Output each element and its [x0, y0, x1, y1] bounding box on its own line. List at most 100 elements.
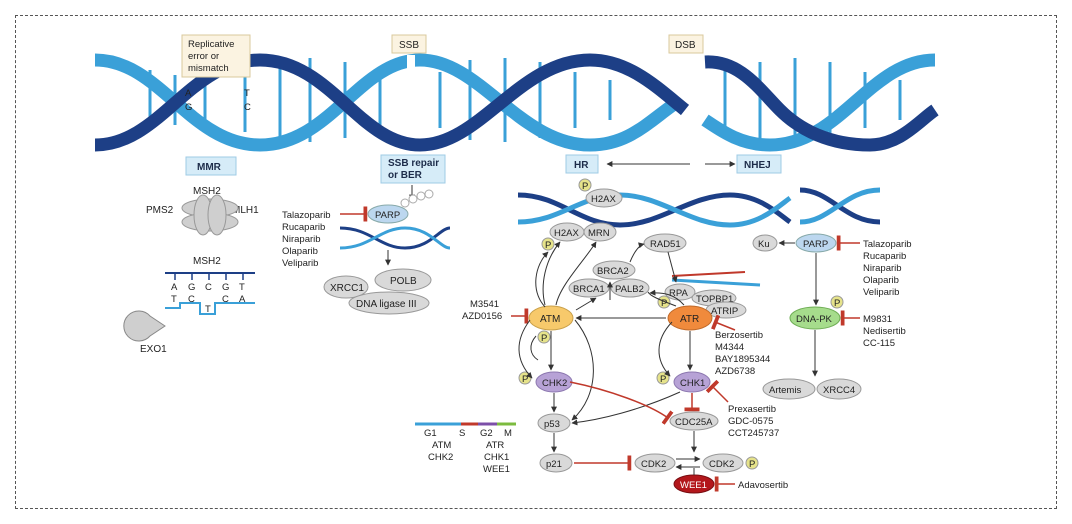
svg-text:PALB2: PALB2: [615, 284, 644, 295]
svg-text:BRCA2: BRCA2: [597, 266, 629, 277]
svg-text:A: A: [171, 282, 178, 293]
svg-text:ATR: ATR: [486, 440, 504, 451]
svg-text:CHK1: CHK1: [484, 452, 509, 463]
svg-text:C: C: [222, 294, 229, 305]
svg-text:M: M: [504, 428, 512, 439]
svg-text:Ku: Ku: [758, 239, 770, 250]
exo1-shape: [123, 310, 166, 342]
svg-text:ATM: ATM: [432, 440, 451, 451]
svg-text:Replicative: Replicative: [188, 39, 234, 50]
svg-text:CHK2: CHK2: [428, 452, 453, 463]
base-a: A: [185, 88, 192, 99]
svg-text:ATM: ATM: [540, 314, 560, 325]
svg-text:MMR: MMR: [197, 162, 222, 173]
svg-text:BAY1895344: BAY1895344: [715, 354, 770, 365]
svg-text:PMS2: PMS2: [146, 205, 174, 216]
svg-text:MSH2: MSH2: [193, 256, 221, 267]
svg-text:WEE1: WEE1: [680, 480, 707, 491]
svg-text:Olaparib: Olaparib: [863, 275, 899, 286]
svg-text:CHK1: CHK1: [680, 378, 705, 389]
svg-text:M4344: M4344: [715, 342, 744, 353]
svg-text:p21: p21: [546, 459, 562, 470]
svg-text:P: P: [541, 333, 547, 344]
svg-text:Artemis: Artemis: [769, 385, 801, 396]
svg-text:Rucaparib: Rucaparib: [282, 222, 325, 233]
svg-text:MLH1: MLH1: [232, 205, 259, 216]
svg-text:DSB: DSB: [675, 40, 696, 51]
svg-text:CC-115: CC-115: [863, 338, 895, 349]
svg-text:DNA ligase III: DNA ligase III: [356, 299, 417, 310]
svg-text:Niraparib: Niraparib: [863, 263, 902, 274]
ssb-repair-section: SSB repair or BER PARP Talazoparib Rucap…: [282, 154, 451, 315]
svg-text:P: P: [661, 298, 667, 309]
svg-text:Rucaparib: Rucaparib: [863, 251, 906, 262]
svg-text:Talazoparib: Talazoparib: [863, 239, 912, 250]
svg-text:POLB: POLB: [390, 276, 417, 287]
svg-text:PARP: PARP: [803, 239, 828, 250]
svg-text:EXO1: EXO1: [140, 344, 167, 355]
svg-text:WEE1: WEE1: [483, 464, 510, 475]
ssb-label: SSB: [391, 34, 427, 54]
svg-text:Nedisertib: Nedisertib: [863, 326, 906, 337]
base-c: C: [244, 102, 251, 113]
svg-text:H2AX: H2AX: [554, 228, 579, 239]
svg-text:P: P: [749, 459, 755, 470]
svg-text:MSH2: MSH2: [193, 186, 221, 197]
svg-text:or BER: or BER: [388, 170, 423, 181]
svg-text:CDK2: CDK2: [641, 459, 666, 470]
svg-text:Veliparib: Veliparib: [863, 287, 899, 298]
svg-text:S: S: [459, 428, 465, 439]
hr-helix: [517, 187, 881, 228]
svg-text:HR: HR: [574, 160, 589, 171]
main-dna-helix: A G T C: [94, 53, 939, 152]
svg-text:G2: G2: [480, 428, 493, 439]
svg-text:P: P: [582, 181, 588, 192]
svg-text:CDK2: CDK2: [709, 459, 734, 470]
svg-text:G: G: [222, 282, 229, 293]
mmr-section: MMR MSH2 PMS2 MLH1 MSH2 A G C G T T C T …: [123, 156, 259, 355]
cell-cycle-bar: G1 S G2 M ATM CHK2 ATR CHK1 WEE1: [415, 422, 516, 475]
svg-text:M9831: M9831: [863, 314, 892, 325]
svg-text:AZD0156: AZD0156: [462, 311, 502, 322]
svg-text:C: C: [205, 282, 212, 293]
svg-text:T: T: [239, 282, 245, 293]
svg-text:BRCA1: BRCA1: [573, 284, 605, 295]
figure-frame: [15, 15, 1057, 509]
nhej-section: Ku PARP Talazoparib Rucaparib Niraparib …: [752, 233, 912, 400]
svg-text:Talazoparib: Talazoparib: [282, 210, 331, 221]
svg-text:T: T: [171, 294, 177, 305]
svg-text:XRCC1: XRCC1: [330, 283, 364, 294]
svg-text:TOPBP1: TOPBP1: [696, 294, 733, 305]
svg-text:Veliparib: Veliparib: [282, 258, 318, 269]
svg-text:T: T: [205, 304, 211, 315]
svg-text:RPA: RPA: [669, 288, 688, 299]
svg-text:G: G: [188, 282, 195, 293]
svg-text:PARP: PARP: [375, 210, 400, 221]
svg-text:Berzosertib: Berzosertib: [715, 330, 763, 341]
hr-header: HR: [565, 154, 599, 174]
hr-cascade: P H2AX H2AX MRN P RAD51 BRCA2 BRCA1 PALB…: [462, 178, 788, 494]
svg-text:P: P: [660, 374, 666, 385]
svg-text:mismatch: mismatch: [188, 63, 229, 74]
svg-text:P: P: [522, 374, 528, 385]
svg-text:Niraparib: Niraparib: [282, 234, 321, 245]
svg-text:DNA-PK: DNA-PK: [796, 314, 833, 325]
svg-text:CDC25A: CDC25A: [675, 417, 713, 428]
dnapk-node: [789, 306, 841, 330]
svg-text:RAD51: RAD51: [650, 239, 681, 250]
svg-text:AZD6738: AZD6738: [715, 366, 755, 377]
svg-text:P: P: [545, 240, 551, 251]
svg-text:G1: G1: [424, 428, 437, 439]
nhej-header: NHEJ: [736, 154, 782, 174]
svg-text:A: A: [239, 294, 246, 305]
svg-text:MRN: MRN: [588, 228, 610, 239]
svg-text:GDC-0575: GDC-0575: [728, 416, 773, 427]
replicative-label: Replicative error or mismatch: [181, 34, 251, 78]
svg-text:ATRIP: ATRIP: [711, 306, 738, 317]
svg-text:SSB repair: SSB repair: [388, 158, 439, 169]
svg-text:Adavosertib: Adavosertib: [738, 480, 788, 491]
svg-text:SSB: SSB: [399, 40, 419, 51]
base-g: G: [185, 102, 192, 113]
svg-text:M3541: M3541: [470, 299, 499, 310]
